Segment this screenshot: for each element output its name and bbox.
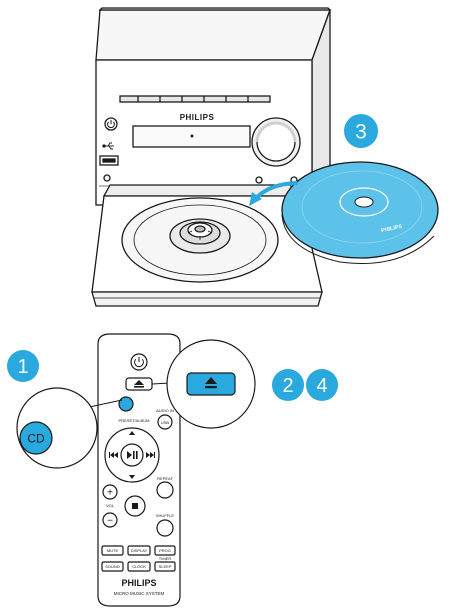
label-timer: TIMER (159, 556, 172, 561)
shuffle-button (157, 520, 173, 536)
label-prog: PROG (159, 548, 171, 553)
label-shuffle: SHUFFLE (156, 513, 175, 518)
svg-text:2: 2 (282, 375, 293, 397)
label-audio-in: AUDIO IN (156, 408, 174, 413)
unit-brand: PHILIPS (180, 113, 215, 122)
svg-text:+: + (107, 488, 113, 499)
label-vol: VOL (106, 503, 115, 508)
remote-subtitle: MICRO MUSIC SYSTEM (114, 591, 165, 596)
volume-knob (252, 118, 300, 166)
stop-icon (132, 503, 138, 509)
micro-system-unit (96, 8, 330, 205)
audio-in-jack (104, 175, 110, 181)
label-mute: MUTE (107, 548, 119, 553)
svg-text:4: 4 (316, 375, 327, 397)
step-2: 2 (272, 369, 304, 401)
remote-cd-button (119, 397, 133, 411)
label-sleep: SLEEP (159, 564, 172, 569)
repeat-button (157, 482, 173, 498)
svg-text:−: − (107, 516, 113, 527)
remote-brand: PHILIPS (121, 578, 156, 588)
label-sound: SOUND (105, 564, 120, 569)
label-preset-album: PRESET/ALBUM (119, 418, 150, 423)
label-clock: CLOCK (132, 564, 146, 569)
label-display: DISPLAY (131, 548, 148, 553)
svg-text:1: 1 (17, 356, 28, 378)
step-1: 1 (7, 350, 39, 382)
step-3: 3 (344, 114, 378, 148)
svg-text:3: 3 (355, 121, 367, 144)
unit-top (96, 10, 330, 60)
tray-front (92, 292, 322, 306)
step-4: 4 (306, 369, 338, 401)
label-repeat: REPEAT (157, 476, 173, 481)
label-usb: USB (161, 420, 170, 425)
cd-callout-label: CD (27, 432, 45, 446)
